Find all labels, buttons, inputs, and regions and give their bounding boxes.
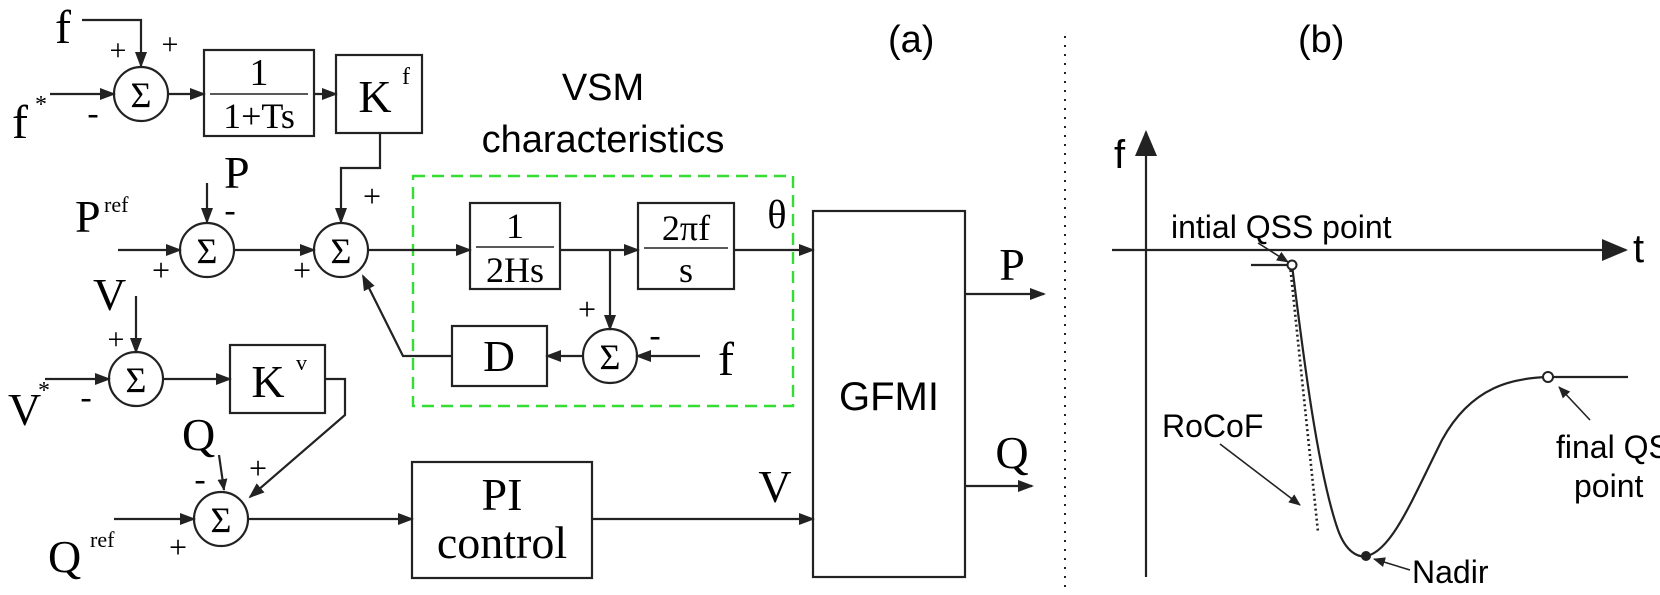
sign-plus-v: + [108, 323, 125, 356]
svg-text:K: K [251, 356, 284, 407]
sign-minus-q: - [194, 461, 205, 498]
input-v-star-sup: * [38, 378, 50, 404]
svg-text:1: 1 [506, 206, 524, 246]
wire-d-feedback [362, 274, 452, 358]
sum-frequency: Σ [112, 65, 170, 123]
wire-kv-sum-q [248, 377, 347, 499]
input-q-ref: Q [48, 531, 81, 582]
kv-gain-block: K v [228, 343, 327, 415]
sign-plus-qref: + [169, 529, 187, 565]
input-p-ref-sup: ref [104, 192, 129, 217]
rocof-pointer [1219, 443, 1301, 506]
input-q-meas: Q [182, 409, 215, 460]
gfmi-block: GFMI [811, 209, 967, 579]
final-qss-marker [1542, 371, 1554, 383]
kf-gain-block: K f [334, 53, 424, 135]
panel-b: (b) f t intial QSS point RoCoF final QSS… [1112, 19, 1660, 590]
sum-damping: Σ [581, 327, 639, 385]
input-p-meas: P [224, 147, 250, 198]
sign-plus-pref: + [152, 252, 170, 288]
frequency-response-curve [1251, 263, 1628, 558]
nadir-pointer [1373, 557, 1411, 571]
svg-text:Σ: Σ [211, 500, 232, 540]
svg-text:K: K [358, 71, 391, 122]
sum-power: Σ [178, 221, 236, 279]
initial-qss-marker [1286, 259, 1298, 271]
svg-text:Σ: Σ [600, 337, 621, 377]
signal-theta: θ [767, 192, 786, 237]
sign-plus-f2: + [162, 28, 179, 61]
final-qss-label-line2: point [1574, 468, 1644, 504]
wire-kf-sum [335, 133, 382, 224]
sign-minus-p: - [224, 192, 235, 229]
final-qss-label-line1: final QSS [1556, 429, 1660, 465]
svg-text:PI: PI [482, 469, 523, 520]
output-p: P [999, 239, 1025, 290]
pi-control-block: PI control [410, 460, 594, 580]
vsm-region [411, 174, 795, 408]
nadir-marker [1361, 551, 1371, 561]
initial-qss-pointer [1257, 242, 1289, 263]
sign-plus-damping: + [578, 291, 596, 327]
output-q: Q [995, 427, 1028, 478]
axis-f-label: f [1114, 133, 1126, 177]
input-f-damping: f [718, 333, 734, 386]
svg-text:1+Ts: 1+Ts [223, 96, 295, 136]
final-qss-pointer [1558, 386, 1591, 421]
initial-qss-label: intial QSS point [1171, 209, 1392, 245]
rocof-label: RoCoF [1162, 408, 1263, 444]
wire-q-meas [217, 454, 228, 491]
panel-b-label: (b) [1298, 19, 1344, 61]
input-v-star: V [8, 384, 41, 435]
panel-a-label: (a) [888, 19, 934, 61]
input-f-star-sup: * [35, 92, 47, 118]
svg-text:1: 1 [250, 52, 269, 94]
inertia-block: 1 2Hs [468, 201, 562, 291]
lowpass-filter-block: 1 1+Ts [202, 48, 316, 138]
integrator-block: 2πf s [636, 201, 736, 291]
svg-text:s: s [679, 250, 693, 290]
sum-voltage: Σ [107, 350, 165, 408]
svg-text:Σ: Σ [131, 75, 152, 115]
signal-v-out: V [758, 461, 791, 512]
sign-minus-damping: - [649, 317, 660, 354]
input-v: V [93, 269, 126, 320]
vsm-title-line1: VSM [562, 67, 644, 109]
svg-text:2Hs: 2Hs [486, 250, 544, 290]
svg-text:Σ: Σ [126, 360, 147, 400]
sign-plus-kv: + [249, 450, 267, 486]
svg-text:control: control [437, 517, 567, 568]
axis-t-label: t [1633, 227, 1644, 271]
svg-text:v: v [296, 350, 307, 375]
input-q-ref-sup: ref [90, 527, 115, 552]
sum-swing: Σ [312, 221, 370, 279]
nadir-label: Nadir [1412, 554, 1489, 590]
sign-plus-power: + [293, 252, 311, 288]
input-f-top: f [55, 1, 71, 54]
sign-minus-fstar: - [87, 95, 98, 132]
rocof-tangent [1288, 264, 1320, 533]
svg-text:D: D [483, 332, 515, 381]
vsm-title-line2: characteristics [482, 119, 725, 161]
input-p-ref: P [75, 191, 101, 242]
sign-plus-f1: + [110, 34, 127, 67]
svg-text:2πf: 2πf [662, 208, 710, 248]
damping-block: D [450, 324, 549, 388]
sign-plus-kf: + [363, 178, 381, 214]
svg-text:Σ: Σ [331, 231, 352, 271]
input-f-star: f [12, 96, 28, 149]
svg-text:GFMI: GFMI [839, 375, 939, 419]
sum-reactive: Σ [192, 490, 250, 548]
svg-text:f: f [402, 64, 410, 90]
sign-minus-vstar: - [80, 379, 91, 416]
panel-a: (a) VSM characteristics f f * Σ + + - 1 … [8, 1, 1046, 582]
svg-text:Σ: Σ [197, 231, 218, 271]
wire-f-top [82, 18, 147, 68]
